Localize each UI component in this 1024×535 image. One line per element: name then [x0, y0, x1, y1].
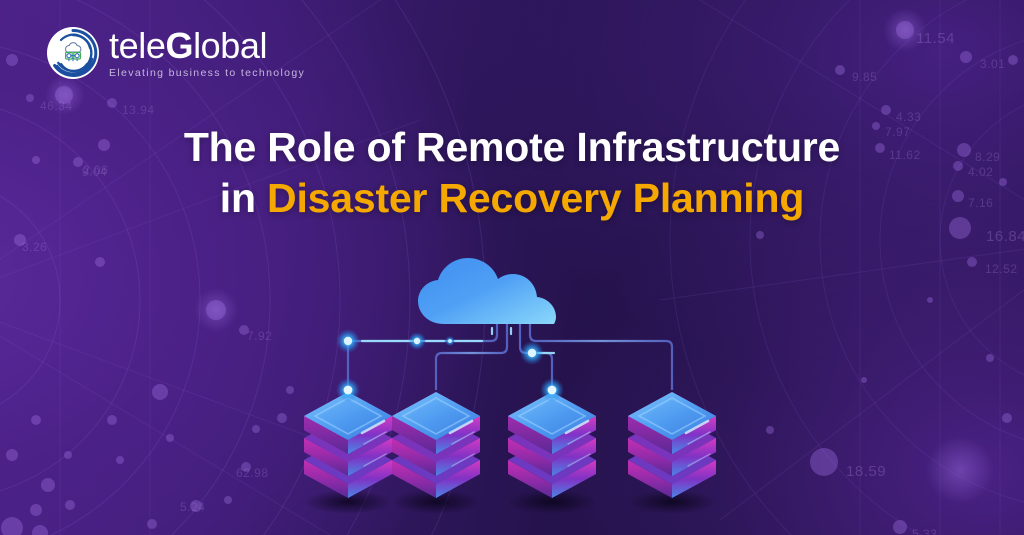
brand-word-part1: tele: [109, 25, 166, 66]
headline-accent: Disaster Recovery Planning: [267, 175, 805, 221]
rack-connection-nodes: [336, 378, 564, 402]
brand-tagline: Elevating business to technology: [109, 67, 306, 79]
background-number: 62.98: [236, 466, 269, 480]
server-rack: [628, 392, 716, 514]
cloud-icon: [418, 258, 556, 324]
background-number: 7.92: [247, 329, 273, 343]
background-number: 3.26: [22, 240, 48, 254]
background-number: 18.59: [846, 463, 887, 480]
background-number: 5.24: [180, 500, 206, 514]
teleglobal-swirl-icon: [46, 26, 100, 80]
background-number: 13.94: [122, 103, 155, 117]
headline-line-2: in Disaster Recovery Planning: [60, 173, 964, 224]
background-number: 11.54: [916, 30, 955, 47]
cloud-infrastructure-illustration: [292, 250, 732, 530]
background-number: 9.85: [852, 70, 878, 84]
background-number: 16.84: [986, 228, 1024, 245]
headline-line-1: The Role of Remote Infrastructure: [183, 124, 841, 170]
server-rack: [304, 392, 392, 514]
background-number: 12.52: [985, 262, 1018, 276]
server-rack: [392, 392, 480, 514]
background-number: 46.34: [40, 99, 73, 113]
server-rack: [508, 392, 596, 514]
page-title: The Role of Remote Infrastructure in Dis…: [0, 122, 1024, 224]
connection-nodes: [336, 329, 544, 365]
brand-wordmark: teleGlobal: [109, 27, 305, 65]
headline-line2-prefix: in: [219, 175, 256, 221]
background-number: 5.33: [912, 527, 938, 535]
brand-logo[interactable]: teleGlobal Elevating business to technol…: [46, 26, 305, 80]
background-number: 3.01: [980, 57, 1006, 71]
brand-word-part3: lobal: [193, 25, 268, 66]
brand-word-part2: G: [165, 25, 194, 66]
server-racks: [304, 392, 716, 514]
